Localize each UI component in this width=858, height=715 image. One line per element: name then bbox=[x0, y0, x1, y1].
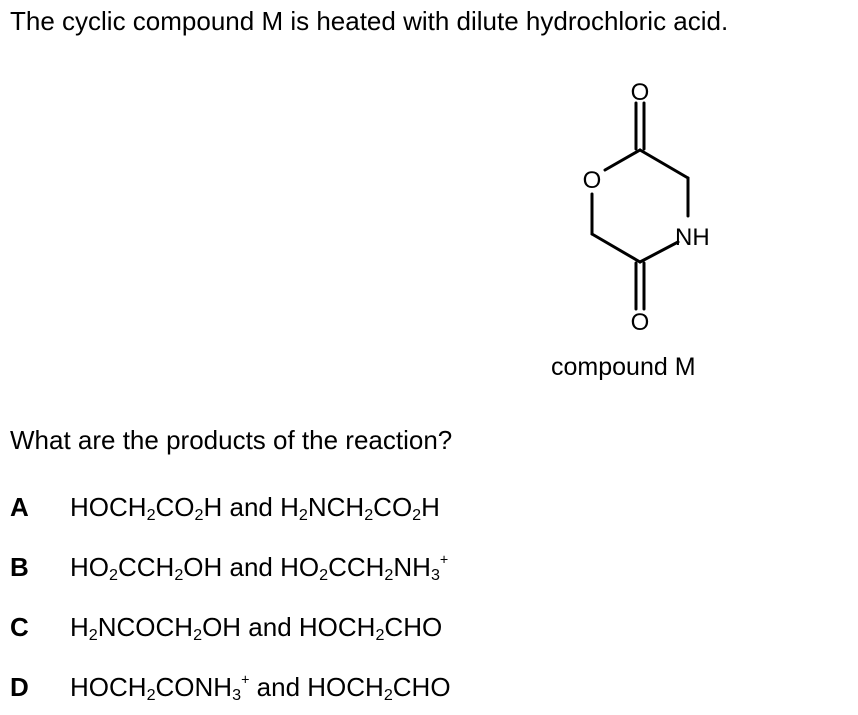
option-formula: H2NCOCH2OH and HOCH2CHO bbox=[70, 612, 443, 645]
atom-o-ring: O bbox=[583, 167, 602, 194]
bond-n-c-bottom bbox=[638, 240, 680, 264]
option-letter: C bbox=[10, 612, 29, 642]
option-letter: D bbox=[10, 672, 29, 702]
structure-caption: compound M bbox=[551, 353, 696, 381]
atom-nh: NH bbox=[675, 224, 710, 251]
atom-o-top: O bbox=[631, 79, 650, 106]
option-formula: HOCH2CO2H and H2NCH2CO2H bbox=[70, 492, 440, 525]
atom-o-bottom: O bbox=[631, 309, 650, 336]
question-text: What are the products of the reaction? bbox=[10, 425, 453, 455]
option-formula: HOCH2CONH3+ and HOCH2CHO bbox=[70, 672, 451, 705]
option-letter: A bbox=[10, 492, 29, 522]
bond-c-ch2-right bbox=[638, 148, 690, 180]
bond-c-bottom-ch2 bbox=[590, 232, 642, 264]
question-stem: The cyclic compound M is heated with dil… bbox=[10, 6, 729, 36]
option-letter: B bbox=[10, 552, 29, 582]
option-formula: HO2CCH2OH and HO2CCH2NH3+ bbox=[70, 552, 449, 585]
compound-m-structure: O O NH O bbox=[583, 79, 710, 336]
bond-c-ring-o bbox=[603, 148, 642, 172]
